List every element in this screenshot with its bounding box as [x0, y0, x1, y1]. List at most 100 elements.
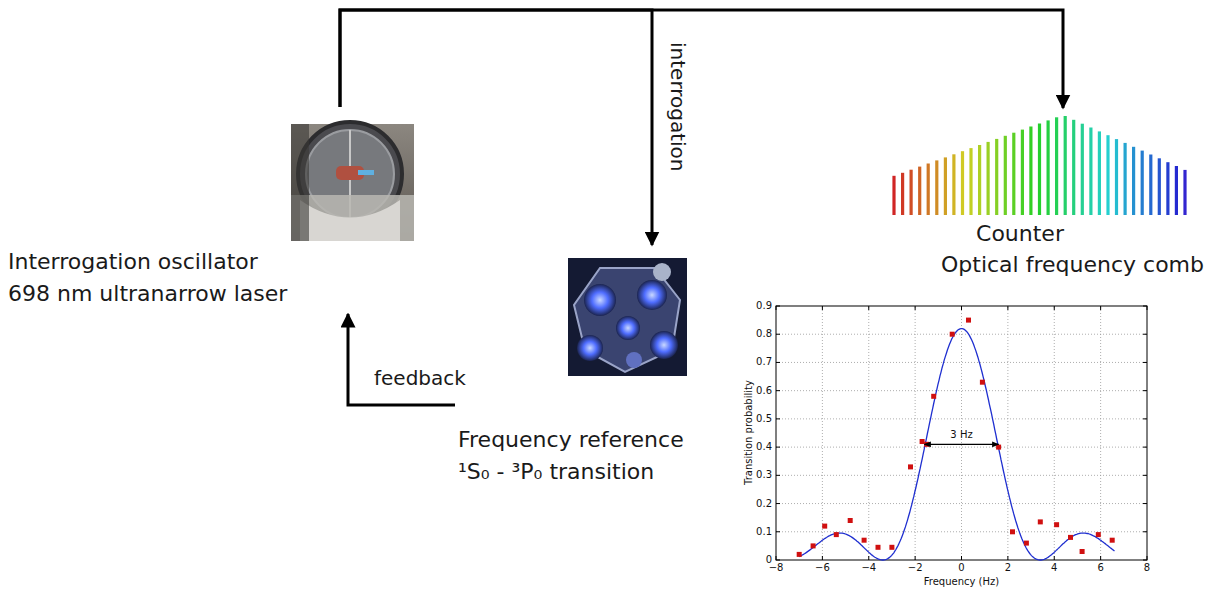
comb-tooth: [909, 170, 912, 215]
edge-label: feedback: [372, 366, 468, 390]
node-title: Frequency reference: [458, 427, 684, 453]
node-subtitle: 698 nm ultranarrow laser: [8, 281, 287, 307]
data-point: [822, 524, 827, 529]
frequency-comb: [894, 116, 1185, 215]
data-point: [1080, 549, 1085, 554]
node-subtitle: Optical frequency comb: [941, 252, 1204, 278]
comb-tooth: [1021, 130, 1024, 215]
grid-line: [1100, 306, 1101, 560]
fit-curve: [799, 329, 1114, 560]
signal-arrow: [340, 10, 1063, 108]
comb-tooth: [918, 167, 921, 215]
laser-photo: [291, 122, 414, 241]
comb-tooth: [961, 151, 964, 215]
comb-tooth: [1141, 151, 1144, 215]
signal-arrow: [340, 10, 652, 245]
comb-tooth: [986, 142, 989, 215]
data-point: [931, 394, 936, 399]
x-tick-label: 2: [1005, 562, 1011, 574]
x-tick-label: −6: [815, 562, 830, 574]
comb-tooth: [1064, 116, 1067, 215]
data-point: [848, 518, 853, 523]
grid-line: [776, 362, 1147, 363]
comb-tooth: [1149, 155, 1152, 216]
comb-tooth: [1183, 170, 1186, 215]
comb-tooth: [944, 157, 947, 215]
data-point: [950, 332, 955, 337]
comb-tooth: [1115, 139, 1118, 215]
x-tick-label: 4: [1051, 562, 1057, 574]
data-point: [1096, 532, 1101, 537]
data-point: [996, 445, 1001, 450]
x-tick-label: −4: [861, 562, 876, 574]
comb-tooth: [978, 145, 981, 215]
comb-tooth: [927, 164, 930, 216]
comb-tooth: [901, 173, 904, 215]
axis-title: Transition probability: [743, 381, 755, 486]
edge-label: interrogation: [666, 40, 690, 174]
data-point: [966, 318, 971, 323]
data-point: [834, 532, 839, 537]
signal-arrow: [348, 314, 455, 405]
comb-tooth: [1012, 133, 1015, 215]
component-node: Frequency reference ¹S₀ - ³P₀ transition: [455, 245, 695, 490]
comb-tooth: [935, 160, 938, 215]
comb-tooth: [1089, 128, 1092, 216]
data-point: [811, 543, 816, 548]
width-label: 3 Hz: [950, 429, 972, 441]
grid-line: [776, 447, 1147, 448]
vacuum-chamber-photo: [568, 258, 687, 376]
comb-tooth: [1123, 143, 1126, 215]
y-tick-label: 0.9: [756, 300, 772, 312]
y-tick-label: 0.4: [756, 441, 772, 453]
width-arrow: [924, 444, 998, 445]
x-tick-label: 0: [958, 562, 964, 574]
y-tick-label: 0.5: [756, 413, 772, 425]
comb-tooth: [952, 154, 955, 215]
comb-tooth: [1055, 117, 1058, 215]
data-point: [908, 464, 913, 469]
y-tick-label: 0.7: [756, 356, 772, 368]
data-point: [980, 380, 985, 385]
comb-tooth: [1158, 158, 1161, 215]
x-tick-label: 6: [1097, 562, 1103, 574]
plot-frame: [776, 306, 1147, 560]
node-subtitle: ¹S₀ - ³P₀ transition: [458, 459, 654, 485]
comb-tooth: [1175, 166, 1178, 215]
comb-tooth: [1132, 147, 1135, 215]
y-tick-label: 0.1: [756, 526, 772, 538]
comb-tooth: [892, 176, 895, 215]
component-node: CounterOptical frequency comb: [888, 108, 1210, 283]
grid-line: [822, 306, 823, 560]
data-point: [1024, 541, 1029, 546]
node-title: Interrogation oscillator: [8, 249, 258, 275]
data-point: [862, 538, 867, 543]
data-point: [1068, 535, 1073, 540]
comb-tooth: [1029, 127, 1032, 216]
comb-tooth: [1072, 120, 1075, 215]
data-point: [1054, 522, 1059, 527]
grid-line: [1054, 306, 1055, 560]
grid-line: [1007, 306, 1008, 560]
comb-tooth: [1046, 120, 1049, 215]
line-chart: [776, 306, 1147, 560]
data-point: [1038, 519, 1043, 524]
y-tick-label: 0.2: [756, 498, 772, 510]
y-tick-label: 0.6: [756, 385, 772, 397]
comb-tooth: [1004, 136, 1007, 215]
comb-tooth: [1106, 135, 1109, 215]
comb-tooth: [1098, 131, 1101, 215]
data-point: [920, 439, 925, 444]
data-point: [889, 545, 894, 550]
x-tick-label: −2: [908, 562, 923, 574]
component-node: Interrogation oscillator 698 nm ultranarr…: [6, 107, 416, 314]
data-point: [1010, 529, 1015, 534]
y-tick-label: 0.8: [756, 328, 772, 340]
comb-tooth: [969, 148, 972, 215]
grid-line: [868, 306, 869, 560]
comb-tooth: [1166, 162, 1169, 215]
node-title: Counter: [976, 221, 1064, 247]
x-tick-label: −8: [769, 562, 784, 574]
grid-line: [776, 503, 1147, 504]
comb-tooth: [995, 139, 998, 215]
